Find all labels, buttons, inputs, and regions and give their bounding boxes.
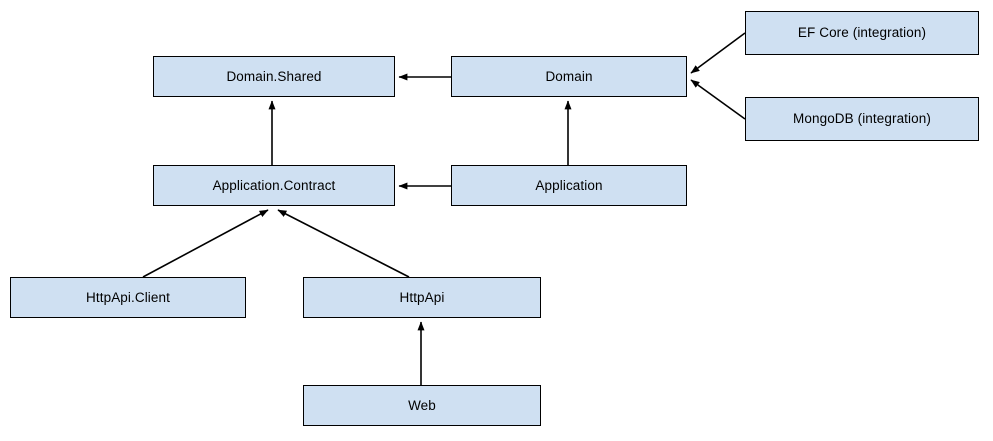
edge-mongodb-to-domain: [690, 79, 746, 120]
node-mongodb-integration[interactable]: MongoDB (integration): [745, 97, 979, 141]
node-httpapi[interactable]: HttpApi: [303, 277, 541, 318]
node-ef-core-integration[interactable]: EF Core (integration): [745, 11, 979, 55]
node-httpapi-client[interactable]: HttpApi.Client: [10, 277, 246, 318]
node-label-application-contract: Application.Contract: [212, 177, 336, 193]
node-label-domain: Domain: [545, 68, 593, 84]
edge-ef-core-to-domain: [690, 32, 746, 74]
edge-httpapi-client-to-application-contract: [142, 209, 269, 278]
node-label-httpapi-client: HttpApi.Client: [86, 289, 170, 305]
node-label-httpapi: HttpApi: [399, 289, 445, 305]
node-application-contract[interactable]: Application.Contract: [153, 165, 395, 206]
node-label-domain-shared: Domain.Shared: [226, 68, 322, 84]
node-web[interactable]: Web: [303, 385, 541, 426]
node-label-web: Web: [408, 397, 436, 413]
node-label-application: Application: [535, 177, 603, 193]
node-domain[interactable]: Domain: [451, 56, 687, 97]
node-label-ef-core-integration: EF Core (integration): [797, 25, 927, 41]
node-domain-shared[interactable]: Domain.Shared: [153, 56, 395, 97]
edge-httpapi-to-application-contract: [277, 209, 410, 278]
node-application[interactable]: Application: [451, 165, 687, 206]
node-label-mongodb-integration: MongoDB (integration): [793, 111, 931, 127]
